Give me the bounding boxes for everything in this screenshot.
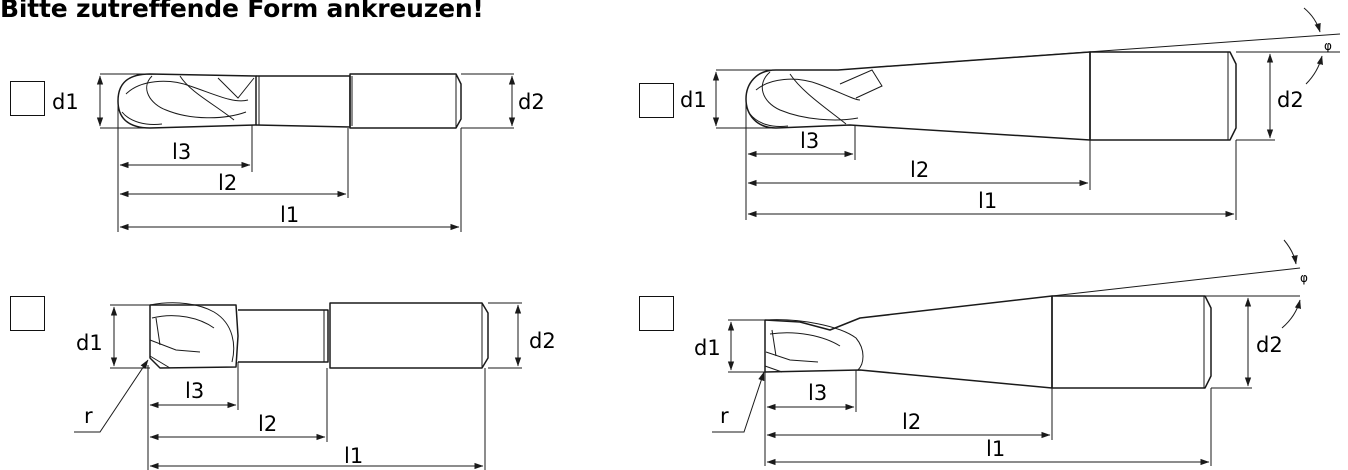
page-heading: Bitte zutreffende Form ankreuzen! [0, 0, 484, 23]
dimension-lines [712, 239, 1301, 466]
dimension-lines [712, 7, 1341, 220]
label-l2: l2 [902, 410, 921, 434]
checkbox-corner-radius-tapered[interactable] [639, 296, 674, 331]
label-d1: d1 [694, 336, 721, 360]
tool-outline [117, 73, 462, 129]
label-l2: l2 [218, 171, 237, 195]
checkbox-ball-nose-cylindrical[interactable] [10, 81, 45, 116]
label-l2: l2 [258, 412, 277, 436]
tool-outline [745, 51, 1237, 141]
label-phi: φ [1300, 271, 1308, 285]
label-l2: l2 [910, 158, 929, 182]
label-l1: l1 [986, 437, 1005, 461]
tool-ball-nose-cylindrical: d1 d2 l3 l2 l1 [52, 73, 545, 232]
label-l3: l3 [808, 381, 827, 405]
label-l3: l3 [185, 379, 204, 403]
label-d2: d2 [529, 329, 556, 353]
label-d2: d2 [1256, 333, 1283, 357]
tool-corner-radius-cylindrical: d1 d2 r l3 l2 l1 [74, 302, 556, 470]
label-d1: d1 [680, 88, 707, 112]
label-d1: d1 [52, 90, 79, 114]
label-d2: d2 [518, 90, 545, 114]
dimension-lines [74, 302, 522, 470]
label-d1: d1 [76, 331, 103, 355]
label-l3: l3 [800, 129, 819, 153]
label-phi: φ [1324, 39, 1332, 53]
checkbox-corner-radius-cylindrical[interactable] [10, 296, 45, 331]
label-r: r [720, 404, 729, 428]
tool-outline [764, 295, 1212, 389]
label-l1: l1 [280, 203, 299, 227]
label-l1: l1 [344, 444, 363, 468]
dimension-lines [96, 73, 516, 232]
label-d2: d2 [1277, 88, 1304, 112]
label-r: r [84, 404, 93, 428]
tool-corner-radius-tapered: d1 d2 φ r l3 l2 l1 [694, 239, 1308, 466]
label-l1: l1 [978, 189, 997, 213]
tool-ball-nose-tapered: d1 d2 φ l3 l2 l1 [680, 7, 1341, 220]
label-l3: l3 [172, 140, 191, 164]
checkbox-ball-nose-tapered[interactable] [639, 83, 674, 118]
tool-outline [149, 302, 489, 369]
